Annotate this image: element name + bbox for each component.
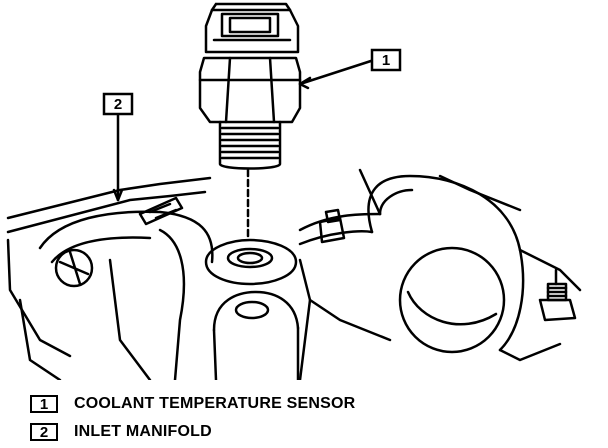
legend-row-1: 1 COOLANT TEMPERATURE SENSOR <box>30 392 355 416</box>
legend-number-2: 2 <box>30 423 58 441</box>
coolant-temperature-sensor <box>198 2 302 238</box>
legend-row-2: 2 INLET MANIFOLD <box>30 420 355 444</box>
callout-2-leader <box>112 112 124 202</box>
callout-2-box: 2 <box>102 92 134 116</box>
callout-1-number: 1 <box>382 52 390 69</box>
callout-1-box: 1 <box>370 48 402 72</box>
legend-label-1: COOLANT TEMPERATURE SENSOR <box>74 395 356 412</box>
inlet-manifold <box>6 168 582 380</box>
legend-label-2: INLET MANIFOLD <box>74 423 212 440</box>
coolant-sensor-illustration: 1 2 <box>6 2 582 380</box>
callout-2-number: 2 <box>114 96 122 113</box>
callout-1-leader <box>298 58 376 90</box>
callout-legend: 1 COOLANT TEMPERATURE SENSOR 2 INLET MAN… <box>30 392 355 448</box>
legend-number-1: 1 <box>30 395 58 413</box>
